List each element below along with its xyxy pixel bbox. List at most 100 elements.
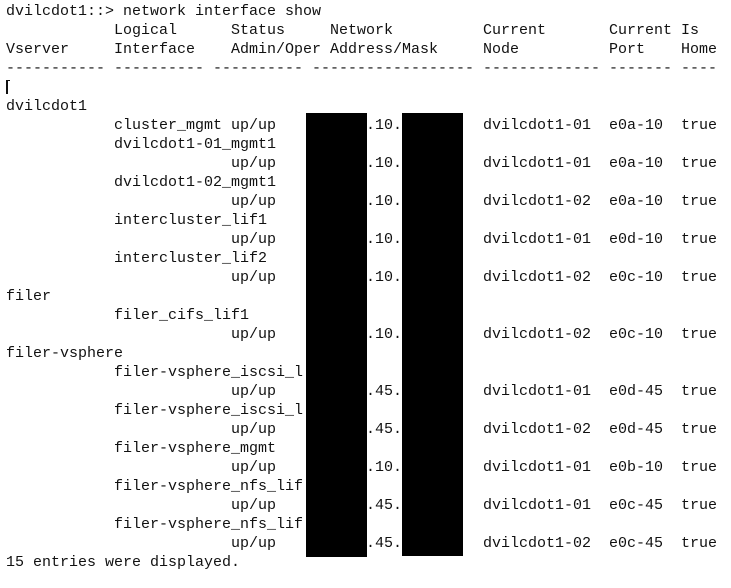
is-home: true (681, 459, 718, 476)
command-line: dvilcdot1::> network interface show (6, 2, 731, 21)
header-port: Current (609, 22, 673, 39)
header-address: Address/Mask (330, 41, 439, 58)
separator-dashes: ------------- (483, 60, 601, 77)
current-node: dvilcdot1-01 (483, 231, 592, 248)
current-port: e0b-10 (609, 459, 664, 476)
status-admin-oper: up/up (231, 117, 277, 134)
header-home: Is (681, 22, 700, 39)
current-node: dvilcdot1-01 (483, 383, 592, 400)
vserver-name: dvilcdot1 (6, 98, 88, 115)
network-address: .10. (366, 117, 403, 134)
header-status: Admin/Oper (231, 41, 322, 58)
header-port: Port (609, 41, 646, 58)
text-cursor (6, 80, 10, 94)
interface-name: filer-vsphere_iscsi_l (114, 364, 304, 381)
interface-row-continued: up/up .10. dvilcdot1-01 e0a-10 true (6, 154, 731, 173)
interface-row: filer_cifs_lif1 (6, 306, 731, 325)
is-home: true (681, 421, 718, 438)
header-status: Status (231, 22, 286, 39)
current-node: dvilcdot1-02 (483, 326, 592, 343)
interface-row: filer-vsphere_iscsi_l (6, 401, 731, 420)
status-admin-oper: up/up (231, 497, 277, 514)
interface-name: cluster_mgmt (114, 117, 223, 134)
header-separator: ----------------------------------------… (6, 59, 731, 78)
vserver-row: filer-vsphere (6, 344, 731, 363)
network-address: .45. (366, 421, 403, 438)
interface-row: intercluster_lif2 (6, 249, 731, 268)
interface-row: filer-vsphere_iscsi_l (6, 363, 731, 382)
current-node: dvilcdot1-02 (483, 269, 592, 286)
status-admin-oper: up/up (231, 326, 277, 343)
is-home: true (681, 193, 718, 210)
redaction-box-address-prefix (306, 113, 367, 557)
header-node: Current (483, 22, 547, 39)
interface-row: filer-vsphere_nfs_lif (6, 477, 731, 496)
is-home: true (681, 155, 718, 172)
interface-name: dvilcdot1-01_mgmt1 (114, 136, 277, 153)
current-node: dvilcdot1-02 (483, 535, 592, 552)
is-home: true (681, 269, 718, 286)
current-node: dvilcdot1-01 (483, 497, 592, 514)
entries-count: 15 entries were displayed. (6, 554, 241, 571)
interface-row-continued: up/up .10. dvilcdot1-02 e0c-10 true (6, 268, 731, 287)
status-admin-oper: up/up (231, 421, 277, 438)
vserver-name: filer (6, 288, 52, 305)
current-node: dvilcdot1-01 (483, 459, 592, 476)
interface-name: filer-vsphere_mgmt (114, 440, 277, 457)
interface-row-continued: up/up .10. dvilcdot1-01 e0d-10 true (6, 230, 731, 249)
header-row1: Logical Status Network Current Current Is (6, 21, 731, 40)
is-home: true (681, 383, 718, 400)
separator-dashes: ---- (681, 60, 718, 77)
network-address: .10. (366, 193, 403, 210)
current-node: dvilcdot1-02 (483, 193, 592, 210)
interface-row: dvilcdot1-01_mgmt1 (6, 135, 731, 154)
separator-dashes: ------- (609, 60, 673, 77)
network-address: .10. (366, 326, 403, 343)
vserver-name: filer-vsphere (6, 345, 124, 362)
network-address: .10. (366, 231, 403, 248)
current-node: dvilcdot1-02 (483, 421, 592, 438)
separator-dashes: ----------- (6, 60, 106, 77)
current-port: e0a-10 (609, 155, 664, 172)
interface-name: filer-vsphere_nfs_lif (114, 516, 304, 533)
header-node: Node (483, 41, 520, 58)
interface-row: filer-vsphere_mgmt (6, 439, 731, 458)
current-port: e0d-45 (609, 421, 664, 438)
header-address: Network (330, 22, 394, 39)
interface-name: dvilcdot1-02_mgmt1 (114, 174, 277, 191)
command-prompt: dvilcdot1::> network interface show (6, 3, 322, 20)
interface-name: intercluster_lif2 (114, 250, 268, 267)
network-address: .10. (366, 155, 403, 172)
status-admin-oper: up/up (231, 269, 277, 286)
interface-row: intercluster_lif1 (6, 211, 731, 230)
status-admin-oper: up/up (231, 231, 277, 248)
current-node: dvilcdot1-01 (483, 117, 592, 134)
blank-line (6, 78, 731, 97)
network-address: .10. (366, 269, 403, 286)
network-address: .45. (366, 383, 403, 400)
interface-name: filer-vsphere_nfs_lif (114, 478, 304, 495)
interface-row: filer-vsphere_nfs_lif (6, 515, 731, 534)
network-address: .45. (366, 497, 403, 514)
status-admin-oper: up/up (231, 155, 277, 172)
current-port: e0d-45 (609, 383, 664, 400)
interface-row-continued: up/up .45. dvilcdot1-02 e0d-45 true (6, 420, 731, 439)
header-vserver: Vserver (6, 41, 70, 58)
is-home: true (681, 497, 718, 514)
vserver-row: dvilcdot1 (6, 97, 731, 116)
current-node: dvilcdot1-01 (483, 155, 592, 172)
is-home: true (681, 117, 718, 134)
is-home: true (681, 535, 718, 552)
status-admin-oper: up/up (231, 535, 277, 552)
header-lif: Logical (114, 22, 178, 39)
interface-name: intercluster_lif1 (114, 212, 268, 229)
current-port: e0d-10 (609, 231, 664, 248)
current-port: e0c-10 (609, 269, 664, 286)
is-home: true (681, 231, 718, 248)
